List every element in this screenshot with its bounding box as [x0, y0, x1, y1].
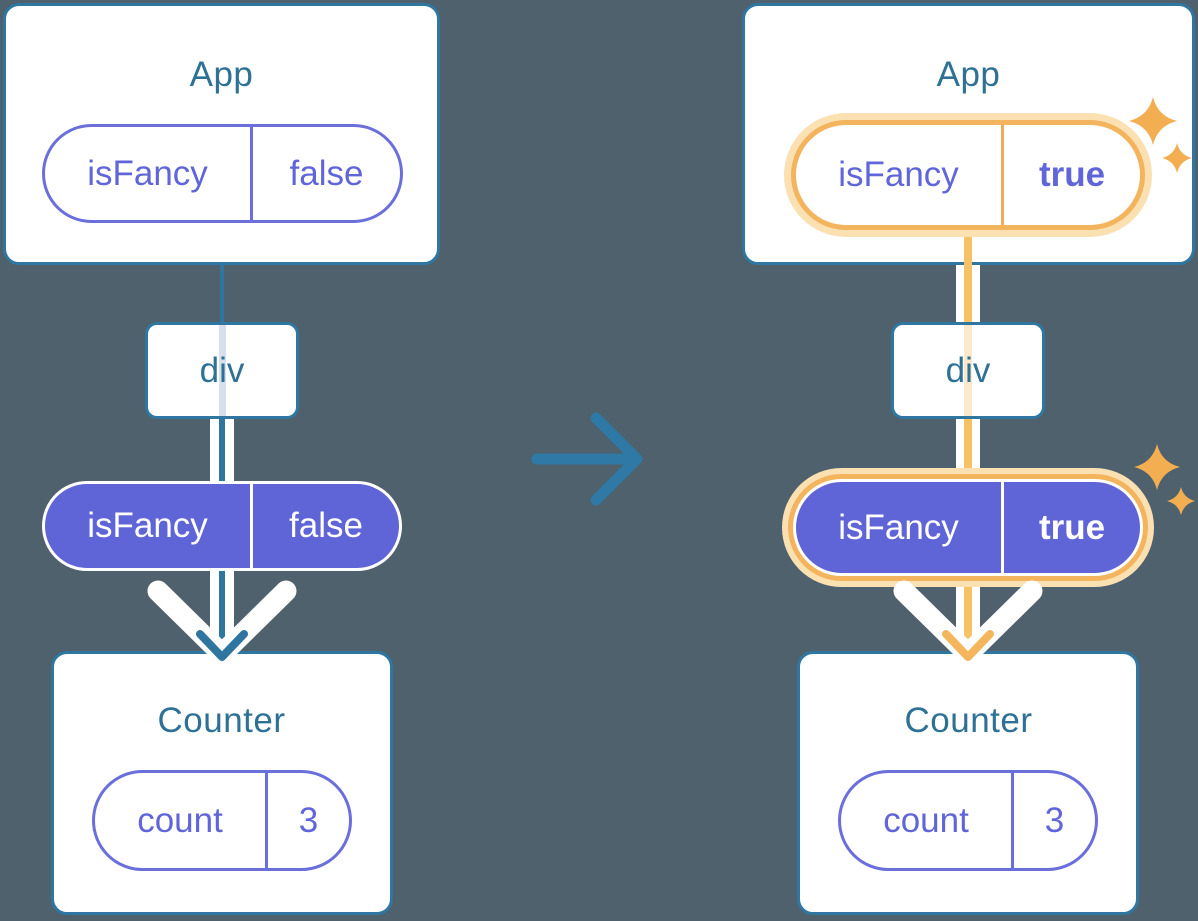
edge-through-div: [219, 325, 226, 416]
prop-name: isFancy: [796, 125, 1004, 225]
prop-value: false: [289, 506, 363, 545]
app-prop-pill: isFancy false: [42, 124, 403, 223]
div-node-label: div: [945, 350, 991, 390]
counter-component-title: Counter: [157, 701, 286, 740]
edge-div-to-prop: [219, 419, 225, 481]
counter-state-pill: count 3: [92, 770, 352, 871]
prop-value: true: [1038, 507, 1106, 547]
prop-value: false: [289, 153, 364, 193]
passed-prop-pill: isFancy false: [42, 481, 402, 571]
prop-name: isFancy: [796, 482, 1004, 573]
edge-through-div: [964, 325, 972, 416]
prop-name: isFancy: [45, 127, 253, 220]
app-component-title: App: [189, 55, 254, 94]
edge-prop-to-counter: [219, 568, 225, 643]
state-value: 3: [1044, 800, 1065, 840]
state-name: count: [95, 773, 268, 868]
state-value: 3: [298, 800, 319, 840]
counter-component-title: Counter: [904, 701, 1033, 740]
state-name: count: [841, 773, 1014, 868]
div-node-label: div: [199, 350, 245, 390]
edge-div-to-prop: [964, 419, 972, 481]
prop-name: isFancy: [45, 484, 253, 568]
edge-app-to-div: [220, 265, 224, 322]
edge-app-to-div: [964, 233, 972, 322]
tree-after: App div isFancy true isFancy true Counte…: [742, 3, 1195, 918]
tree-before: App div isFancy false isFancy false Coun…: [3, 3, 440, 918]
edge-prop-to-counter: [964, 573, 972, 643]
app-component-title: App: [936, 55, 1001, 94]
transition-arrow-icon: [531, 412, 643, 506]
counter-state-pill: count 3: [838, 770, 1098, 871]
app-prop-pill-highlighted: isFancy true: [791, 120, 1145, 230]
prop-value: true: [1038, 155, 1106, 194]
passed-prop-pill-highlighted: isFancy true: [793, 479, 1143, 576]
